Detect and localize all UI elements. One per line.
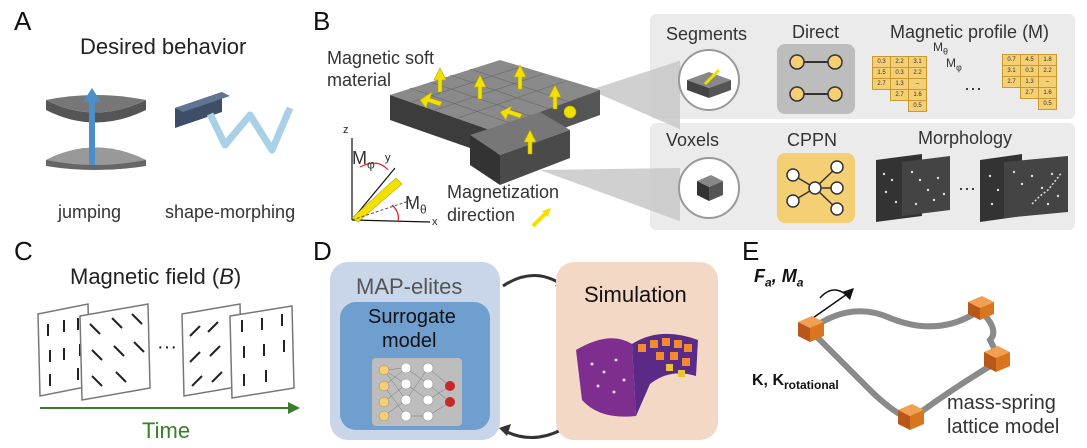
morphology-samples-illustration bbox=[876, 154, 1068, 222]
map-elites-label: MAP-elites bbox=[356, 274, 463, 299]
profile-ellipsis: ··· bbox=[964, 78, 982, 98]
field-sequence-illustration bbox=[37, 303, 300, 414]
lattice-model-label-line2: lattice model bbox=[947, 416, 1060, 438]
panel-label-d: D bbox=[313, 236, 332, 266]
field-frame-1 bbox=[37, 303, 91, 397]
direct-encoding-icon bbox=[789, 54, 843, 102]
magnetization-vector-icon bbox=[351, 177, 403, 223]
panel-label-b: B bbox=[313, 6, 331, 36]
simulation-render-illustration bbox=[576, 333, 698, 417]
arrow-to-map-elites-icon bbox=[499, 424, 511, 436]
field-frame-4 bbox=[229, 305, 295, 399]
axis-x-label: x bbox=[432, 216, 438, 228]
magnetic-field-title: Magnetic field (B) bbox=[70, 264, 242, 289]
magnetization-label-line1: Magnetization bbox=[447, 182, 560, 202]
morphology-sample-2 bbox=[980, 154, 1068, 222]
cppn-label: CPPN bbox=[787, 130, 838, 150]
neural-network-icon bbox=[372, 358, 462, 426]
soft-material-illustration bbox=[351, 60, 680, 223]
profile-cell bbox=[1020, 98, 1037, 108]
profile-cell bbox=[1002, 98, 1019, 108]
mass-nodes bbox=[798, 296, 1010, 430]
profile-m-phi-label: Mφ bbox=[946, 56, 962, 73]
field-frame-2 bbox=[79, 303, 151, 401]
profile-cell bbox=[890, 100, 907, 110]
morphology-sample-1 bbox=[876, 154, 950, 222]
profile-cell bbox=[1002, 87, 1019, 97]
profile-cell: 2.7 bbox=[1002, 76, 1021, 88]
voxel-zoom-icon bbox=[678, 157, 740, 219]
magnetization-legend-arrow-icon bbox=[531, 208, 551, 228]
jumping-device-icon bbox=[46, 88, 146, 170]
profile-cell: 0.5 bbox=[1038, 98, 1057, 110]
simulation-label: Simulation bbox=[584, 282, 687, 307]
direct-encoding-box bbox=[777, 44, 855, 114]
field-ellipsis: ··· bbox=[157, 336, 177, 358]
direct-label: Direct bbox=[792, 22, 840, 42]
segments-label: Segments bbox=[666, 24, 748, 44]
force-moment-label: Fa, Ma bbox=[754, 266, 804, 290]
surrogate-label-line1: Surrogate bbox=[368, 306, 456, 328]
panel-label-c: C bbox=[14, 236, 33, 266]
voxels-label: Voxels bbox=[666, 130, 720, 150]
shape-morphing-icon bbox=[175, 92, 294, 154]
magnetization-label-line2: direction bbox=[447, 205, 516, 225]
magnetic-profile-label: Magnetic profile (M) bbox=[890, 22, 1050, 42]
cppn-box bbox=[777, 153, 855, 223]
stiffness-label: K, Krotational bbox=[752, 372, 839, 393]
panel-a-illustration bbox=[46, 88, 294, 170]
mass-spring-lattice-illustration bbox=[798, 288, 1010, 430]
m-theta-label: Mθ bbox=[405, 193, 427, 217]
time-arrow-icon bbox=[288, 402, 300, 414]
morphology-ellipsis: ··· bbox=[958, 178, 976, 198]
morphology-label: Morphology bbox=[918, 128, 1013, 148]
profile-cell: 2.7 bbox=[872, 78, 891, 90]
profile-cell bbox=[872, 89, 889, 99]
material-label-line1: Magnetic soft bbox=[327, 48, 435, 68]
lattice-model-label-line1: mass-spring bbox=[947, 392, 1056, 414]
panel-a-title: Desired behavior bbox=[80, 34, 247, 59]
caption-shape-morphing: shape-morphing bbox=[165, 202, 296, 222]
m-phi-label: Mφ bbox=[352, 148, 375, 172]
segment-zoom-icon bbox=[678, 49, 740, 111]
surrogate-label-line2: model bbox=[382, 330, 437, 352]
profile-cell: 0.5 bbox=[908, 100, 927, 112]
axis-z-label: z bbox=[343, 124, 349, 136]
panel-label-e: E bbox=[742, 236, 760, 266]
profile-m-theta-label: Mθ bbox=[933, 40, 949, 57]
profile-cell bbox=[872, 100, 889, 110]
profile-cell: 1.6 bbox=[908, 89, 927, 101]
cppn-network-icon bbox=[786, 160, 844, 216]
caption-jumping: jumping bbox=[58, 202, 122, 222]
magnetization-arrow-icons bbox=[419, 64, 577, 155]
panel-label-a: A bbox=[14, 6, 32, 36]
material-label-line2: material bbox=[327, 70, 392, 90]
axis-y-label: y bbox=[385, 152, 391, 164]
time-label: Time bbox=[142, 418, 191, 443]
